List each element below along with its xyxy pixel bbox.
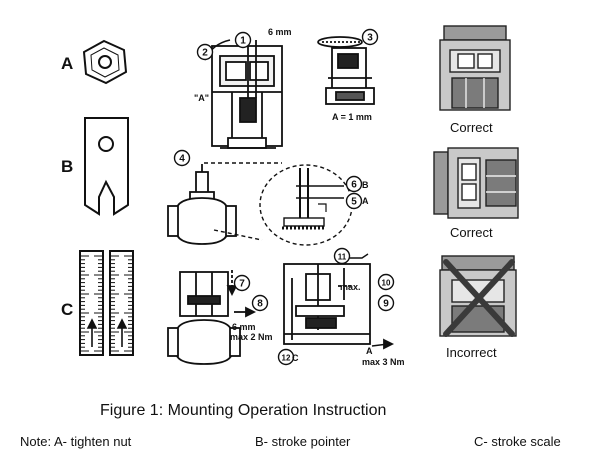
step-marker-8: 8 xyxy=(251,294,269,312)
callout-a-mark: "A" xyxy=(194,93,210,103)
valve-body-drawing xyxy=(167,164,237,245)
step-number: 10 xyxy=(382,279,391,288)
callout-a-1mm: A = 1 mm xyxy=(332,112,372,122)
tool-a-hex-nut-icon xyxy=(82,39,128,85)
step-number: 3 xyxy=(367,33,373,44)
step-number: 12 xyxy=(282,354,291,363)
note-tighten-nut: Note: A- tighten nut xyxy=(20,434,132,449)
step-marker-9: 9 xyxy=(377,294,395,312)
note-stroke-scale: C- stroke scale xyxy=(474,434,561,449)
step-marker-6: 6 xyxy=(345,175,363,193)
note-stroke-pointer: B- stroke pointer xyxy=(255,434,351,449)
tool-c-letter: C xyxy=(61,300,74,319)
step-number: 8 xyxy=(257,299,263,310)
callout-max-mark: max. xyxy=(340,282,361,292)
callout-stroke-6mm: 6 mm xyxy=(268,27,292,37)
result-label-correct-1: Correct xyxy=(450,120,493,135)
step-marker-11: 11 xyxy=(333,247,351,265)
step-number: 6 xyxy=(351,180,357,191)
step-marker-2: 2 xyxy=(196,43,214,61)
step-marker-10: 10 xyxy=(377,273,395,291)
actuator-incorrect xyxy=(439,255,517,337)
step-number: 7 xyxy=(239,279,245,290)
step-number: 11 xyxy=(338,253,347,262)
figure-caption: Figure 1: Mounting Operation Instruction xyxy=(100,402,387,419)
callout-torque-2nm: max 2 Nm xyxy=(230,332,273,342)
gear-mechanism-drawing xyxy=(317,36,375,105)
step-number: 4 xyxy=(179,154,185,165)
callout-b-mark: B xyxy=(362,180,369,190)
callout-a-mark-bottom: A xyxy=(366,346,373,356)
tool-a-letter: A xyxy=(61,54,74,73)
callout-torque-3nm: max 3 Nm xyxy=(362,357,405,367)
callout-torque-6mm: 6 mm xyxy=(232,322,256,332)
tool-c-stroke-scale-icon xyxy=(79,250,134,356)
final-assembly-drawing xyxy=(283,253,395,350)
cross-out-icon xyxy=(443,259,515,337)
step-marker-3: 3 xyxy=(361,28,379,46)
step-marker-12: 12 xyxy=(277,348,295,366)
tool-b-stroke-pointer-icon xyxy=(84,117,129,216)
step-number: 5 xyxy=(351,197,357,208)
step-marker-1: 1 xyxy=(234,31,252,49)
tool-b-letter: B xyxy=(61,157,74,176)
callout-c-mark: C xyxy=(292,353,299,363)
actuator-assembly-drawing xyxy=(204,39,283,149)
step-marker-4: 4 xyxy=(173,149,191,167)
step-number: 2 xyxy=(202,48,208,59)
step-number: 9 xyxy=(383,299,389,310)
step-marker-5: 5 xyxy=(345,192,363,210)
actuator-correct-2 xyxy=(433,147,519,219)
step-marker-7: 7 xyxy=(233,274,251,292)
result-label-correct-2: Correct xyxy=(450,225,493,240)
result-label-incorrect: Incorrect xyxy=(446,345,497,360)
valve-scale-drawing xyxy=(167,270,257,365)
step-number: 1 xyxy=(240,36,246,47)
callout-a-mark-5: A xyxy=(362,196,369,206)
actuator-correct-1 xyxy=(439,25,511,111)
